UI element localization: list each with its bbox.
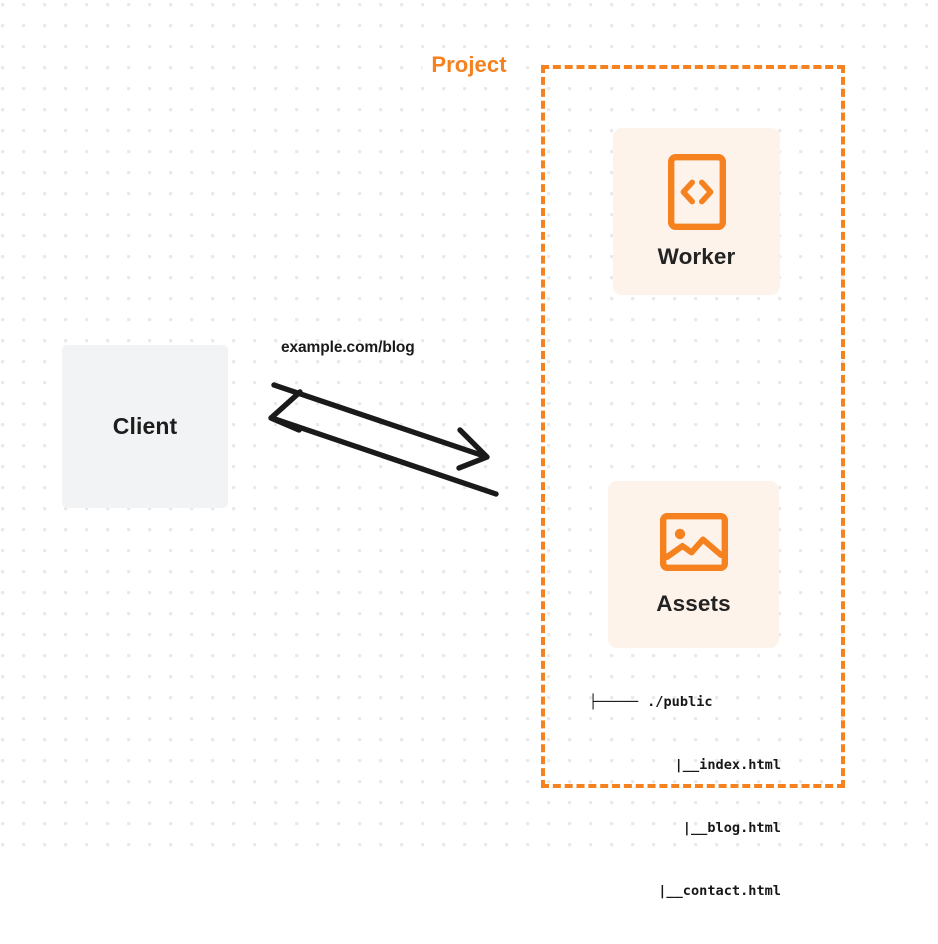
- client-node[interactable]: Client: [62, 345, 228, 508]
- tree-item-name: contact.html: [682, 883, 781, 899]
- project-title: Project: [422, 52, 516, 78]
- tree-branch-glyph: |__: [682, 820, 708, 836]
- file-tree-row: |__contact.html: [589, 881, 781, 902]
- worker-label: Worker: [657, 243, 736, 269]
- file-tree-row: |__index.html: [589, 755, 781, 776]
- tree-item-name: index.html: [699, 757, 781, 773]
- file-tree-row: |__blog.html: [589, 818, 781, 839]
- diagram-canvas: Client example.com/blog Project Worker: [0, 0, 938, 899]
- tree-branch-glyph: |__: [674, 757, 700, 773]
- image-icon: [659, 512, 728, 571]
- tree-item-name: ./public: [647, 694, 713, 710]
- tree-branch-glyph: ├─────: [589, 694, 639, 710]
- project-boundary: [541, 65, 845, 788]
- assets-file-tree: ├─────./public |__index.html |__blog.htm…: [589, 650, 781, 944]
- file-tree-row: ├───── ./public: [589, 692, 781, 713]
- assets-node[interactable]: Assets: [608, 481, 779, 648]
- client-label: Client: [112, 413, 178, 439]
- code-brackets-icon: [667, 153, 726, 230]
- connection-label: example.com/blog: [281, 339, 415, 356]
- request-arrow-icon: [271, 382, 490, 471]
- assets-label: Assets: [656, 590, 731, 616]
- worker-node[interactable]: Worker: [613, 128, 780, 295]
- tree-branch-glyph: |__: [658, 883, 683, 899]
- response-arrow-icon: [268, 389, 499, 497]
- tree-item-name: blog.html: [707, 820, 781, 836]
